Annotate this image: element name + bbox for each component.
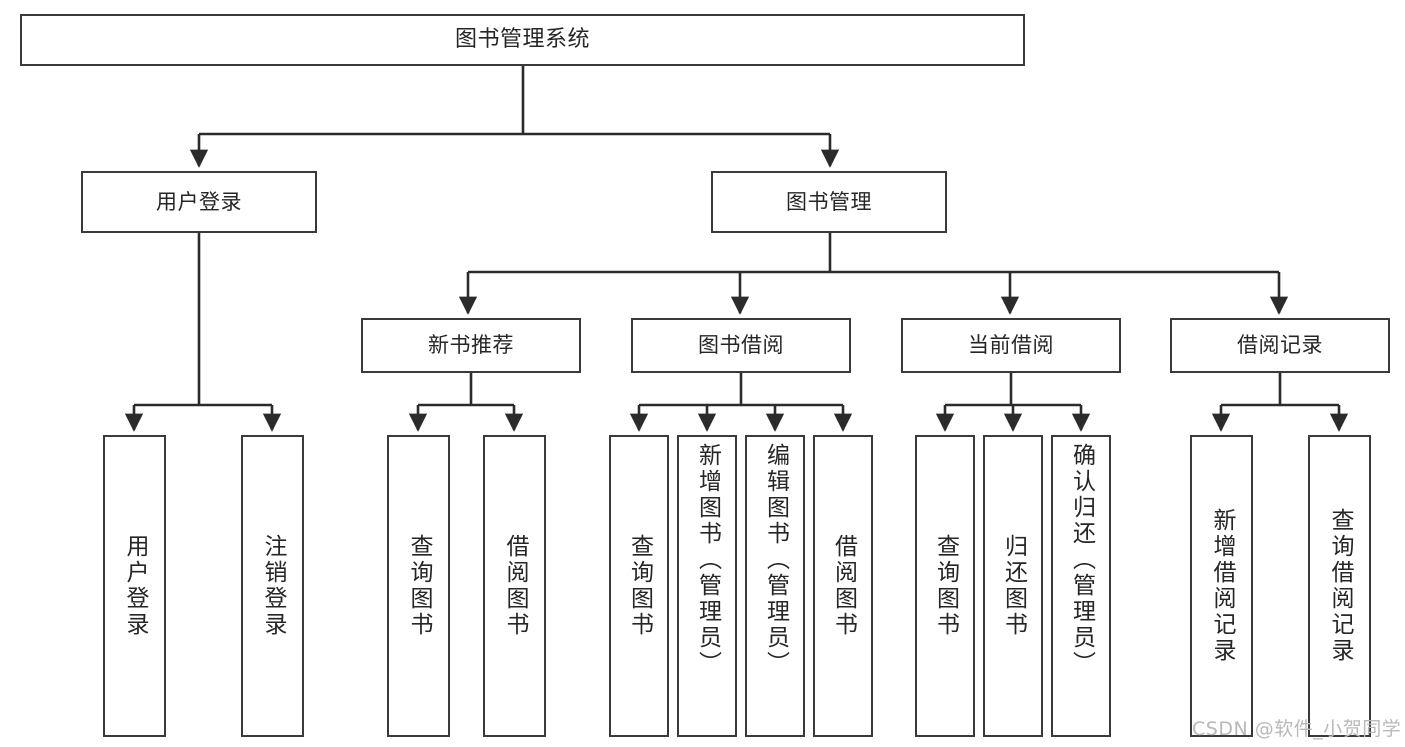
node-leaf-add-record[interactable]: 新增借阅记录 [1190, 435, 1253, 737]
node-leaf-borrow-book-2[interactable]: 借阅图书 [813, 435, 873, 737]
node-book-manage[interactable]: 图书管理 [711, 171, 947, 233]
node-leaf-query-book-1[interactable]: 查询图书 [387, 435, 450, 737]
node-leaf-add-book-admin-label: 新增图书（管理员） [694, 443, 721, 677]
node-leaf-edit-book-admin-label: 编辑图书（管理员） [762, 443, 789, 677]
node-leaf-user-login-label: 用户登录 [122, 534, 148, 638]
node-leaf-borrow-book-1-label: 借阅图书 [502, 534, 528, 638]
node-user-login-label: 用户登录 [156, 189, 242, 214]
node-leaf-return-book[interactable]: 归还图书 [983, 435, 1043, 737]
csdn-watermark: CSDN @软件_小贺同学 [1192, 718, 1402, 740]
node-leaf-query-record[interactable]: 查询借阅记录 [1308, 435, 1371, 737]
node-borrow-record[interactable]: 借阅记录 [1170, 318, 1390, 373]
node-root[interactable]: 图书管理系统 [20, 14, 1025, 66]
node-leaf-user-login[interactable]: 用户登录 [103, 435, 166, 737]
node-book-borrow[interactable]: 图书借阅 [631, 318, 851, 373]
node-leaf-borrow-book-1[interactable]: 借阅图书 [483, 435, 546, 737]
node-leaf-borrow-book-2-label: 借阅图书 [830, 534, 857, 638]
node-root-label: 图书管理系统 [454, 27, 590, 53]
node-current-borrow[interactable]: 当前借阅 [901, 318, 1121, 373]
node-book-borrow-label: 图书借阅 [698, 333, 784, 358]
node-leaf-query-book-3[interactable]: 查询图书 [915, 435, 975, 737]
node-leaf-query-book-2[interactable]: 查询图书 [609, 435, 669, 737]
node-current-borrow-label: 当前借阅 [968, 333, 1054, 358]
node-leaf-query-book-3-label: 查询图书 [932, 534, 959, 638]
node-leaf-query-book-2-label: 查询图书 [626, 534, 653, 638]
node-leaf-logout-label: 注销登录 [260, 534, 286, 638]
node-leaf-query-book-1-label: 查询图书 [406, 534, 432, 638]
node-user-login[interactable]: 用户登录 [81, 171, 317, 233]
node-new-book-recommend[interactable]: 新书推荐 [361, 318, 581, 373]
node-leaf-return-book-label: 归还图书 [1000, 534, 1027, 638]
node-borrow-record-label: 借阅记录 [1237, 333, 1323, 358]
node-leaf-confirm-return-label: 确认归还（管理员） [1068, 443, 1095, 677]
node-new-book-recommend-label: 新书推荐 [428, 333, 514, 358]
node-leaf-logout[interactable]: 注销登录 [241, 435, 304, 737]
node-leaf-add-book-admin[interactable]: 新增图书（管理员） [677, 435, 737, 737]
node-leaf-query-record-label: 查询借阅记录 [1327, 508, 1353, 664]
node-leaf-edit-book-admin[interactable]: 编辑图书（管理员） [745, 435, 805, 737]
node-leaf-confirm-return[interactable]: 确认归还（管理员） [1051, 435, 1111, 737]
node-book-manage-label: 图书管理 [786, 189, 872, 214]
node-leaf-add-record-label: 新增借阅记录 [1209, 508, 1235, 664]
